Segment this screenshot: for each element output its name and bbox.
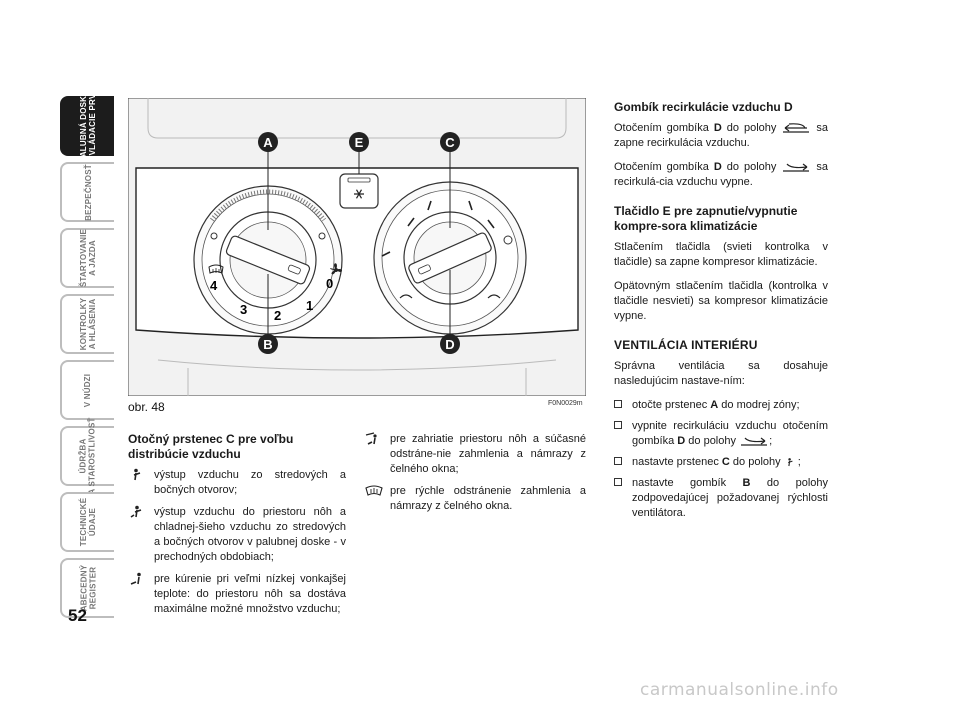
page-number: 52 [68,606,87,625]
fan-icon [330,263,342,275]
callout-E: E [349,132,369,152]
right-column: Gombík recirkulácie vzduchu D Otočením g… [614,100,828,527]
callout-C: C [440,132,460,152]
list-item: vypnite recirkuláciu vzduchu otočením go… [614,419,828,449]
vent-face-icon [787,457,793,466]
list-item: pre kúrenie pri veľmi nízkej vonkajšej t… [128,572,346,617]
fan-scale-1: 1 [306,298,313,313]
tab-maintenance[interactable]: ÚDRŽBA A STAROSTLIVOSŤ [60,417,114,495]
watermark: carmanualsonline.info [640,680,839,700]
figure-caption: obr. 48 [128,400,165,414]
middle-column: pre zahriatie priestoru nôh a súčasné od… [364,432,586,521]
section-heading-distribution: Otočný prstenec C pre voľbu distribúcie … [128,432,294,461]
defrost-small-icon [208,264,224,274]
svg-text:B: B [263,337,272,352]
list-item: pre rýchle odstránenie zahmlenia a námra… [364,484,586,514]
paragraph: Otočením gombíka D do polohy sa recirkul… [614,161,829,188]
checkbox-bullet-icon [614,457,622,465]
figure-code: F0N0029m [548,400,583,407]
ac-snowflake-icon [354,189,364,199]
tab-starting-driving[interactable]: ŠTARTOVANIE A JAZDA [60,228,114,288]
recirculation-off-icon [783,163,810,172]
svg-text:D: D [445,337,454,352]
list-item: výstup vzduchu do priestoru nôh a chladn… [128,505,346,565]
list-item: nastavte prstenec C do polohy ; [614,455,828,470]
vent-face-icon [133,468,141,481]
climate-control-figure: 4 3 2 1 0 A E C B D [128,98,586,396]
list-item: pre zahriatie priestoru nôh a súčasné od… [364,432,586,477]
svg-text:C: C [445,135,455,150]
recirculation-off-icon [741,437,768,446]
vent-face-feet-icon [130,505,142,518]
svg-text:A: A [263,135,273,150]
tab-index[interactable]: ABECEDNÝ REGISTER [60,558,114,618]
paragraph: Správna ventilácia sa dosahuje nasledujú… [614,360,828,387]
tab-safety[interactable]: BEZPEČNOSŤ [60,162,114,222]
fan-scale-3: 3 [240,302,247,317]
section-heading-compressor: Tlačidlo E pre zapnutie/vypnutie kompre-… [614,204,798,233]
left-column: Otočný prstenec C pre voľbu distribúcie … [128,432,346,624]
callout-B: B [258,334,278,354]
list-item: výstup vzduchu zo stredových a bočných o… [128,468,346,498]
tab-warnings[interactable]: KONTROLKY A HLÁSENIA [60,294,114,354]
fan-scale-2: 2 [274,308,281,323]
checkbox-bullet-icon [614,421,622,429]
checkbox-bullet-icon [614,478,622,486]
recirculation-on-icon [783,123,810,133]
tab-emergency[interactable]: V NÚDZI [60,360,114,420]
paragraph: Otočením gombíka D do polohy sa zapne re… [614,122,829,149]
list-item: nastavte gombík B do polohy zodpovedajúc… [614,476,828,521]
tab-technical-data[interactable]: TECHNICKÉ ÚDAJE [60,492,114,552]
svg-text:E: E [355,135,364,150]
fan-scale-4: 4 [210,278,218,293]
callout-D: D [440,334,460,354]
paragraph: Opätovným stlačením tlačidla (kontrolka … [614,280,828,322]
paragraph: Stlačením tlačidla (svieti kontrolka v t… [614,241,828,268]
fan-scale-0: 0 [326,276,333,291]
list-item: otočte prstenec A do modrej zóny; [614,398,828,413]
tab-dashboard-controls[interactable]: PALUBNÁ DOSKA A OVLÁDACIE PRVKY [60,82,114,170]
callout-A: A [258,132,278,152]
vent-feet-icon [130,572,141,585]
checkbox-bullet-icon [614,400,622,408]
section-heading-ventilation: VENTILÁCIA INTERIÉRU [614,338,758,352]
section-heading-recirculation: Gombík recirkulácie vzduchu D [614,100,793,114]
vent-feet-windshield-icon [365,432,377,445]
defrost-windshield-icon [365,485,383,496]
